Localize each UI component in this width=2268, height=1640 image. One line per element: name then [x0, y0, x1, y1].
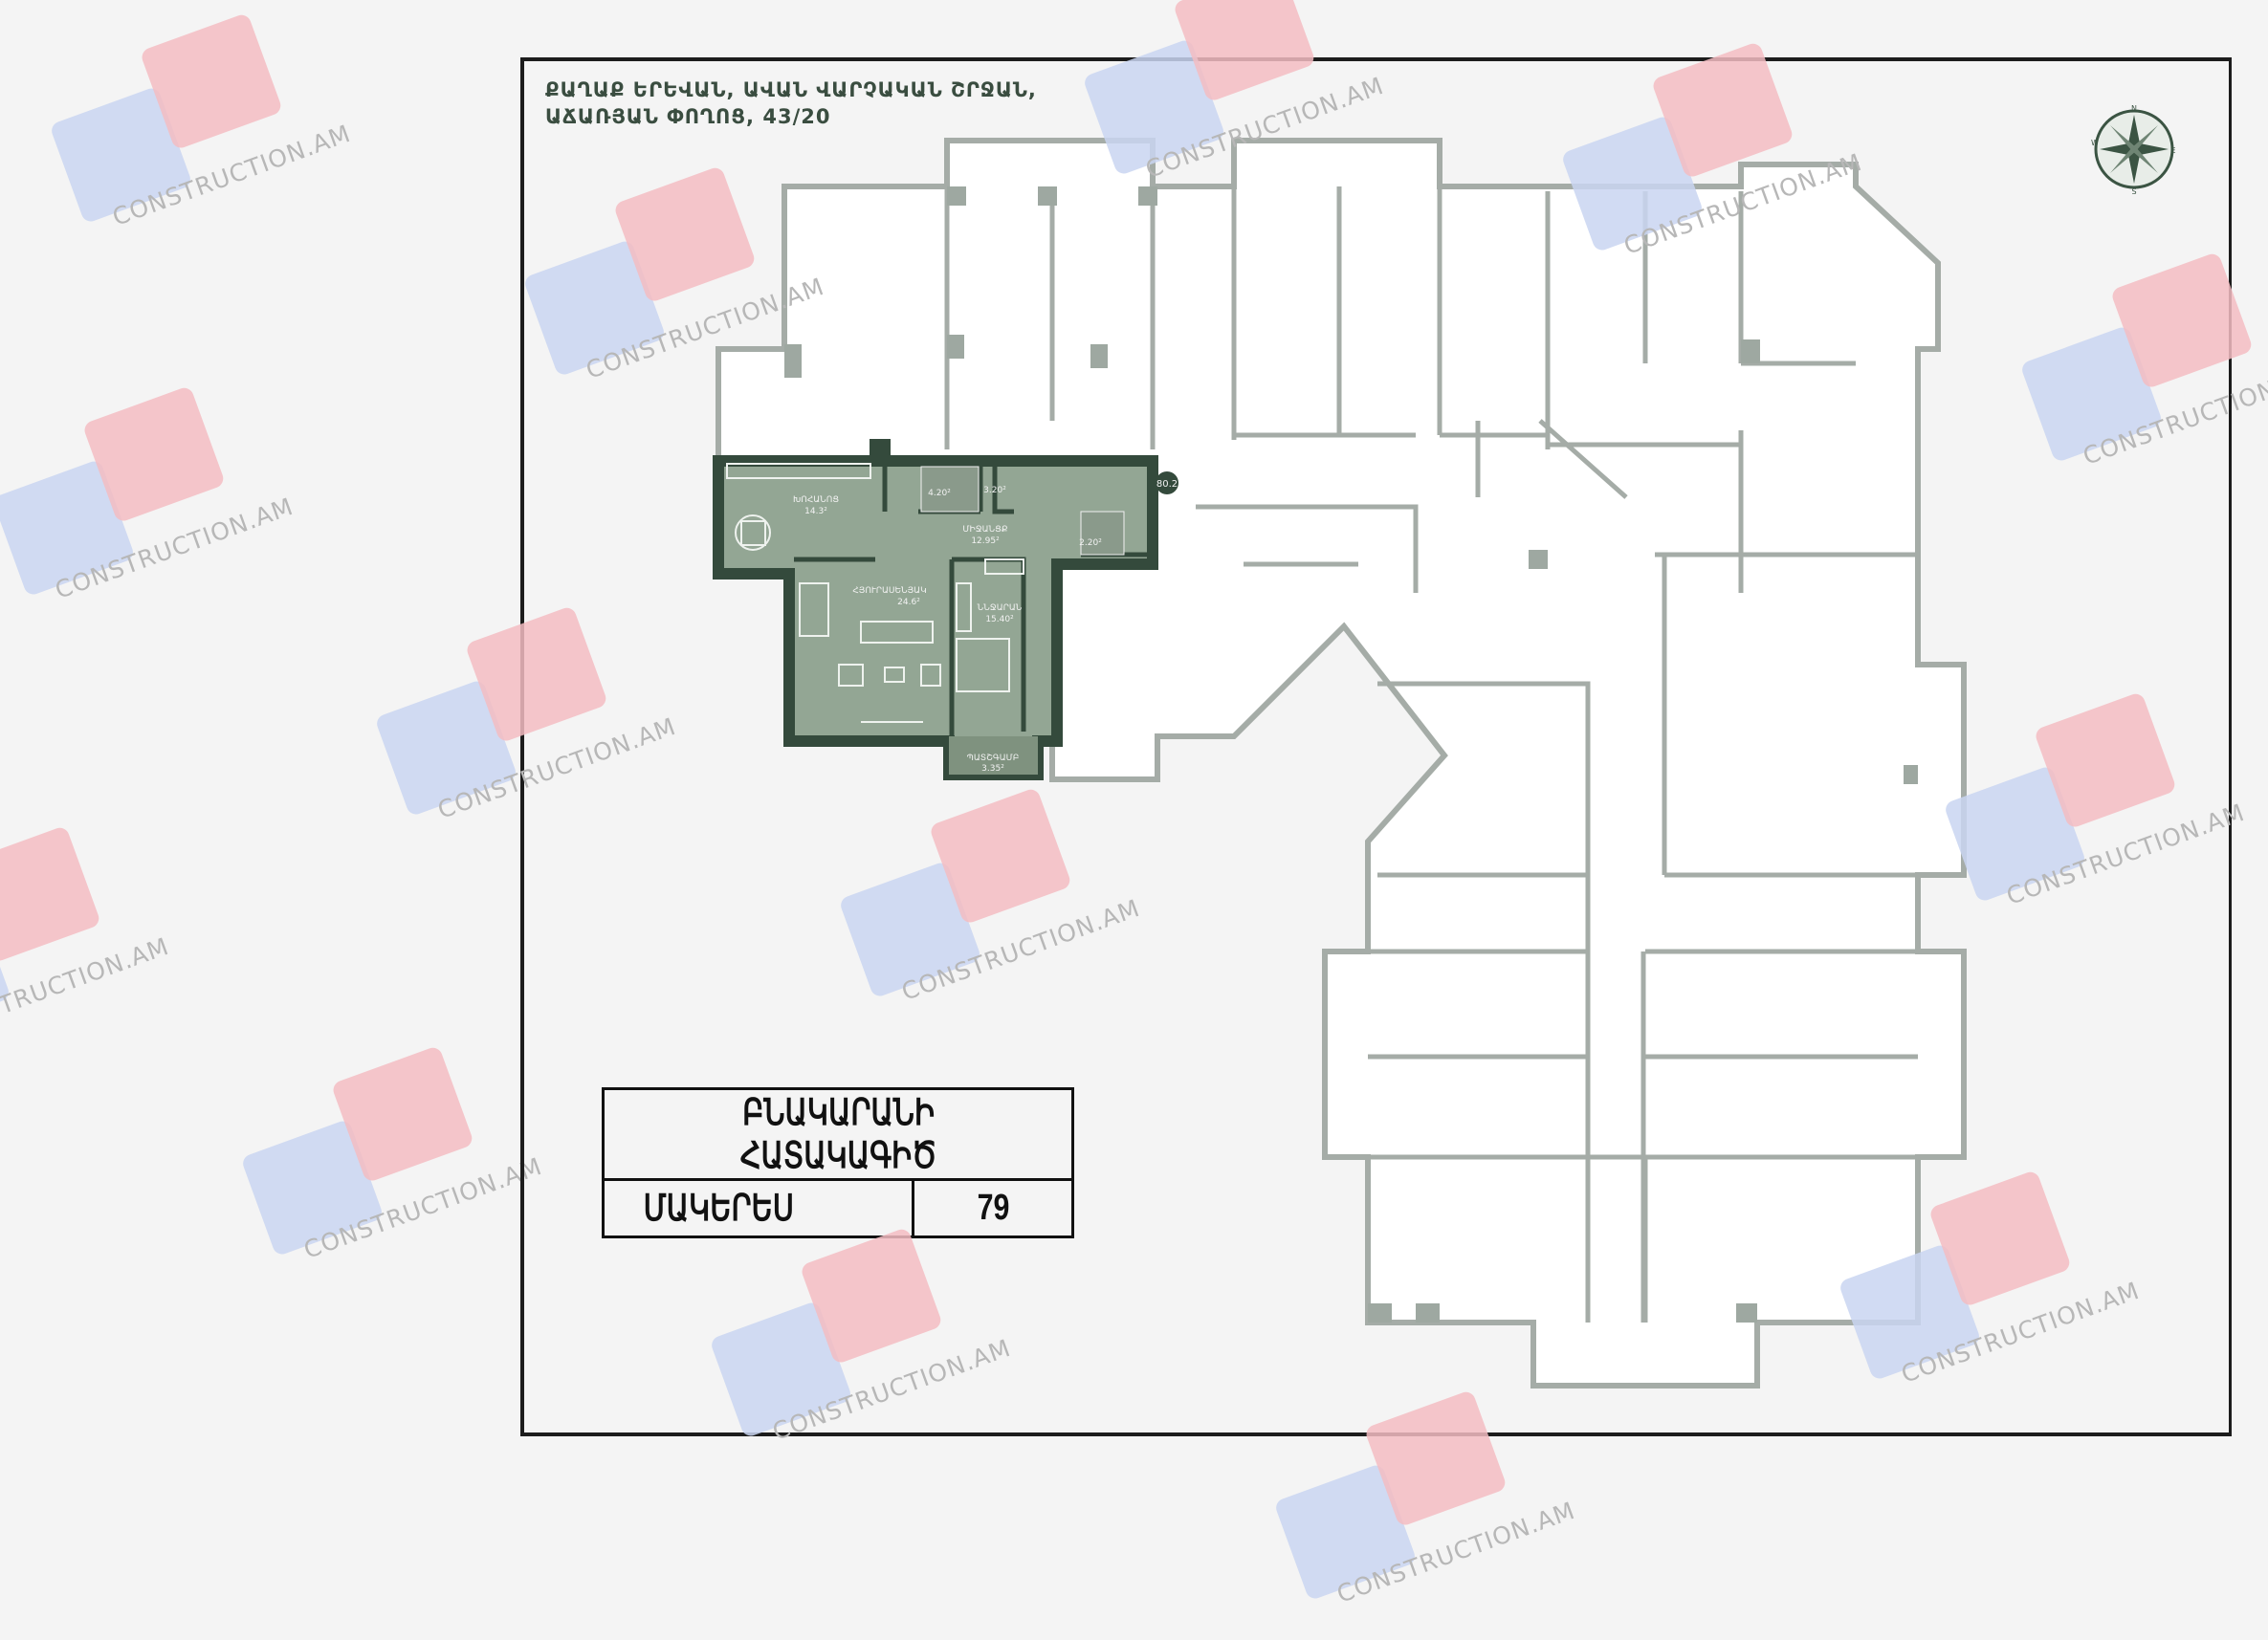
compass-n: N [2131, 104, 2137, 113]
columns [784, 186, 1918, 1323]
compass-w: W [2091, 139, 2099, 147]
wc-tile [1080, 511, 1125, 556]
room-area: 15.40² [985, 615, 1014, 624]
total-area: 80.2 [1156, 479, 1178, 490]
address: ՔԱՂԱՔ ԵՐԵՎԱՆ, ԱՎԱՆ ՎԱՐՉԱԿԱՆ ՇՐՋԱՆ, ԱՃԱՌՅ… [545, 77, 1037, 130]
furniture [726, 463, 1024, 723]
building-outline [716, 138, 1967, 1389]
room-name: ՀՅՈՒՐԱՍԵՆՅԱԿ [852, 586, 926, 596]
compass-s: S [2131, 187, 2136, 195]
compass-rose-icon: N E S W [2091, 104, 2175, 195]
room-name: ԽՈՀԱՆՈՑ [793, 495, 839, 505]
table-label: ՄԱԿԵՐԵՍ [632, 1178, 884, 1238]
room-area: 3.35² [981, 764, 1004, 774]
room-area: 4.20² [928, 489, 951, 498]
apartment-info-table: ԲՆԱԿԱՐԱՆԻ ՀԱՏԱԿԱԳԻԾ ՄԱԿԵՐԵՍ 79 [602, 1087, 1074, 1238]
apartment-unit[interactable]: 80.2 ԽՈՀԱՆՈՑ 14.3² ՄԻՋԱՆՑՔ 12.95² ՀՅՈՒՐԱ… [713, 439, 1178, 780]
room-area: 3.20² [983, 486, 1006, 495]
table-title: ԲՆԱԿԱՐԱՆԻ ՀԱՏԱԿԱԳԻԾ [649, 1087, 1027, 1181]
entrance-marker [1156, 471, 1178, 494]
room-name: ՄԻՋԱՆՑՔ [962, 525, 1007, 535]
bathroom-tile [920, 466, 980, 513]
room-area: 14.3² [804, 507, 827, 516]
table-value: 79 [928, 1178, 1059, 1238]
room-name: ՊԱՏՇԳԱՄԲ [967, 754, 1020, 763]
interior-walls [944, 186, 1918, 1323]
room-area: 12.95² [971, 536, 1000, 546]
floor-plan: 80.2 ԽՈՀԱՆՈՑ 14.3² ՄԻՋԱՆՑՔ 12.95² ՀՅՈՒՐԱ… [713, 138, 1967, 1389]
room-area: 2.20² [1079, 538, 1102, 548]
room-name: ՆՆՋԱՐԱՆ [978, 603, 1023, 613]
balcony [949, 736, 1038, 775]
compass-e: E [2170, 146, 2175, 155]
address-line-1: ՔԱՂԱՔ ԵՐԵՎԱՆ, ԱՎԱՆ ՎԱՐՉԱԿԱՆ ՇՐՋԱՆ, [545, 78, 1037, 101]
address-line-2: ԱՃԱՌՅԱՆ ՓՈՂՈՑ, 43/20 [545, 105, 831, 128]
room-area: 24.6² [897, 598, 920, 607]
